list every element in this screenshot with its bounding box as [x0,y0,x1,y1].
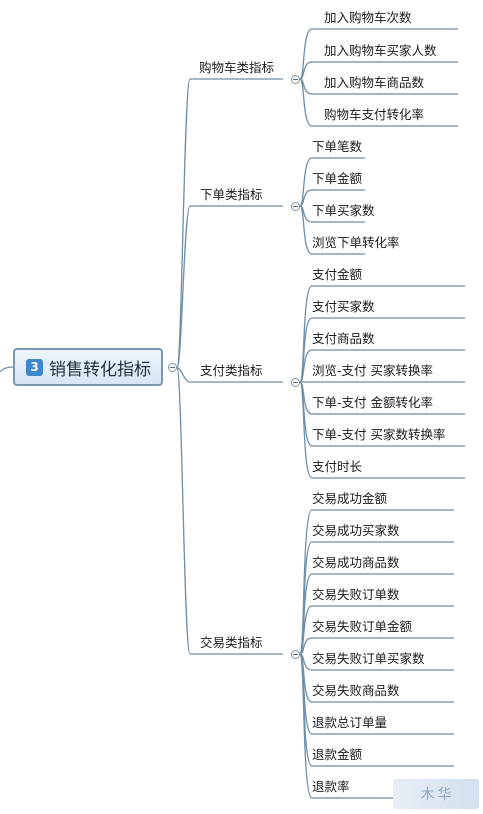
leaf-metric[interactable]: 浏览下单转化率 [312,235,400,250]
category-label[interactable]: 下单类指标 [200,187,263,202]
leaf-metric[interactable]: 支付商品数 [312,331,375,346]
connector-line [299,381,313,479]
leaf-metric[interactable]: 支付金额 [312,267,363,282]
connector-line [176,78,191,369]
connector-line [299,28,313,80]
leaf-metric[interactable]: 退款金额 [312,747,363,762]
category-collapse-icon[interactable] [291,650,300,659]
leaf-metric[interactable]: 交易失败订单数 [312,587,400,602]
leaf-metric[interactable]: 退款总订单量 [312,715,388,730]
leaf-metric[interactable]: 支付买家数 [312,299,375,314]
leaf-metric[interactable]: 交易失败订单买家数 [312,651,425,666]
watermark-char: 华 [437,787,452,803]
leaf-metric[interactable]: 交易成功商品数 [312,555,400,570]
leaf-metric[interactable]: 退款率 [312,779,350,794]
root-collapse-icon[interactable] [168,363,177,372]
category-label[interactable]: 支付类指标 [200,363,263,378]
connector-line [299,157,313,207]
category-collapse-icon[interactable] [291,378,300,387]
connector-line [0,366,14,373]
connector-line [299,637,313,655]
root-number-badge: 3 [26,358,43,376]
category-collapse-icon[interactable] [291,75,300,84]
category-label[interactable]: 交易类指标 [200,635,263,650]
leaf-metric[interactable]: 下单-支付 金额转化率 [312,395,433,410]
leaf-metric[interactable]: 下单笔数 [312,139,363,154]
connector-line [299,61,313,80]
leaf-metric[interactable]: 交易成功金额 [312,491,388,506]
connector-line [299,205,313,255]
leaf-metric[interactable]: 交易失败订单金额 [312,619,413,634]
connector-line [299,605,313,655]
leaf-metric[interactable]: 下单金额 [312,171,363,186]
leaf-metric[interactable]: 加入购物车商品数 [324,75,425,90]
connector-line [176,205,191,369]
connector-line [299,509,313,655]
leaf-metric[interactable]: 支付时长 [312,459,363,474]
leaf-metric[interactable]: 交易成功买家数 [312,523,400,538]
watermark-char: 木 [420,787,435,803]
watermark: 木 华 [393,779,479,809]
category-label[interactable]: 购物车类指标 [199,60,275,75]
connector-line [176,367,191,383]
leaf-metric[interactable]: 下单-支付 买家数转换率 [312,427,446,442]
category-collapse-icon[interactable] [291,202,300,211]
leaf-metric[interactable]: 下单买家数 [312,203,375,218]
connector-line [299,349,313,383]
connector-line [299,78,313,127]
connector-line [176,367,191,655]
connector-line [299,653,313,799]
connector-line [299,189,313,207]
root-node[interactable]: 3 销售转化指标 [13,348,163,386]
root-label: 销售转化指标 [49,359,151,380]
leaf-metric[interactable]: 加入购物车次数 [324,10,412,25]
leaf-metric[interactable]: 浏览-支付 买家转换率 [312,363,433,378]
leaf-metric[interactable]: 购物车支付转化率 [324,107,425,122]
leaf-metric[interactable]: 加入购物车买家人数 [324,43,437,58]
leaf-metric[interactable]: 交易失败商品数 [312,683,400,698]
